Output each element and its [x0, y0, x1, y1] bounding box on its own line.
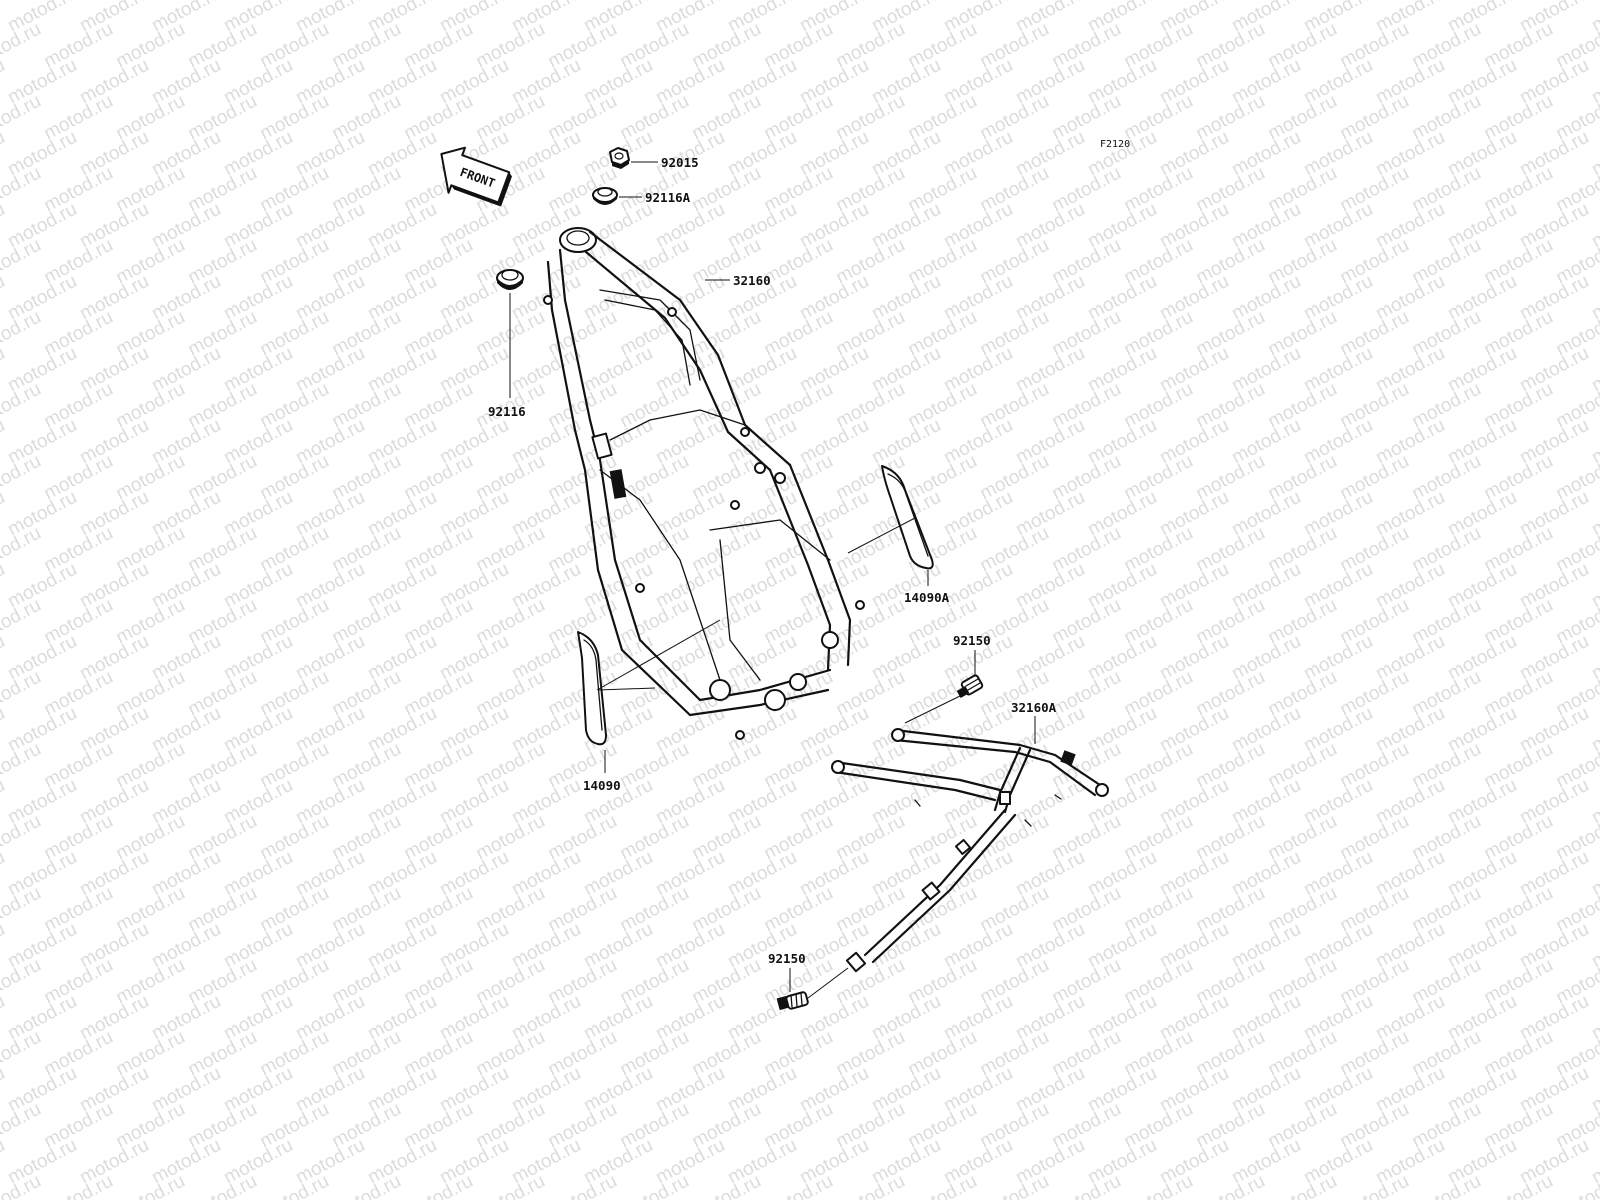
watermark-text: motod.ru: [1588, 847, 1600, 901]
watermark-text: motod.ru: [1588, 271, 1600, 325]
label-subframe: 32160A: [1011, 700, 1057, 715]
watermark-text: motod.ru: [1588, 1063, 1600, 1117]
watermark-text: motod.ru: [0, 991, 9, 1045]
watermark-text: motod.ru: [0, 1099, 45, 1153]
watermark-text: motod.ru: [0, 379, 45, 433]
watermark-text: motod.ru: [0, 523, 45, 577]
watermark-text: motod.ru: [0, 415, 9, 469]
upper-seal-part: [592, 187, 618, 205]
watermark-text: motod.ru: [1588, 1135, 1600, 1189]
watermark-text: motod.ru: [0, 595, 45, 649]
watermark-text: motod.ru: [0, 91, 45, 145]
watermark-text: motod.ru: [0, 1135, 9, 1189]
watermark-text: motod.ru: [0, 235, 45, 289]
watermark-text: motod.ru: [0, 811, 45, 865]
label-lower-bolt: 92150: [768, 951, 806, 966]
watermark-text: motod.ru: [0, 559, 9, 613]
label-upper-bolt: 92150: [953, 633, 991, 648]
diagram-code: F2120: [1100, 139, 1130, 150]
watermark-text: motod.ru: [1588, 919, 1600, 973]
watermark-text: motod.ru: [0, 739, 45, 793]
watermark-text: motod.ru: [0, 631, 9, 685]
watermark-text: motod.ru: [0, 1027, 45, 1081]
watermark-text: motod.ru: [0, 667, 45, 721]
label-right-guard: 14090A: [904, 590, 950, 605]
watermark-text: motod.ru: [0, 775, 9, 829]
watermark-text: motod.ru: [0, 55, 9, 109]
watermark-text: motod.ru: [0, 919, 9, 973]
watermark-text: motod.ru: [0, 127, 9, 181]
nut-part: [609, 147, 630, 169]
watermark-text: motod.ru: [0, 199, 9, 253]
watermark-text: motod.ru: [0, 19, 45, 73]
watermark-text: motod.ru: [0, 343, 9, 397]
watermark-text: motod.ru: [1588, 487, 1600, 541]
watermark-text: motod.ru: [0, 163, 45, 217]
label-left-guard: 14090: [583, 778, 621, 793]
watermark-text: motod.ru: [1588, 991, 1600, 1045]
watermark-text: motod.ru: [0, 1063, 9, 1117]
watermark-text: motod.ru: [1588, 703, 1600, 757]
watermark-text: motod.ru: [0, 451, 45, 505]
watermark-text: motod.ru: [0, 487, 9, 541]
watermark-text: motod.ru: [0, 271, 9, 325]
watermark-text: motod.ru: [1588, 199, 1600, 253]
watermark-text: motod.ru: [1588, 55, 1600, 109]
watermark-text: motod.ru: [1588, 127, 1600, 181]
watermark-text: motod.ru: [1588, 0, 1600, 36]
watermark-text: motod.ru: [1588, 343, 1600, 397]
label-lower-seal: 92116: [488, 404, 526, 419]
watermark-text: motod.ru: [0, 703, 9, 757]
label-nut: 92015: [661, 155, 699, 170]
watermark-text: motod.ru: [1588, 415, 1600, 469]
label-frame: 32160: [733, 273, 771, 288]
watermark-text: motod.ru: [1588, 775, 1600, 829]
watermark-text: motod.ru: [1588, 631, 1600, 685]
watermark-text: motod.ru: [0, 955, 45, 1009]
watermark-text: motod.ru: [0, 847, 9, 901]
label-upper-seal: 92116A: [645, 190, 691, 205]
watermark-text: motod.ru: [0, 307, 45, 361]
watermark-text: motod.ru: [0, 883, 45, 937]
watermark-text: motod.ru: [1588, 559, 1600, 613]
